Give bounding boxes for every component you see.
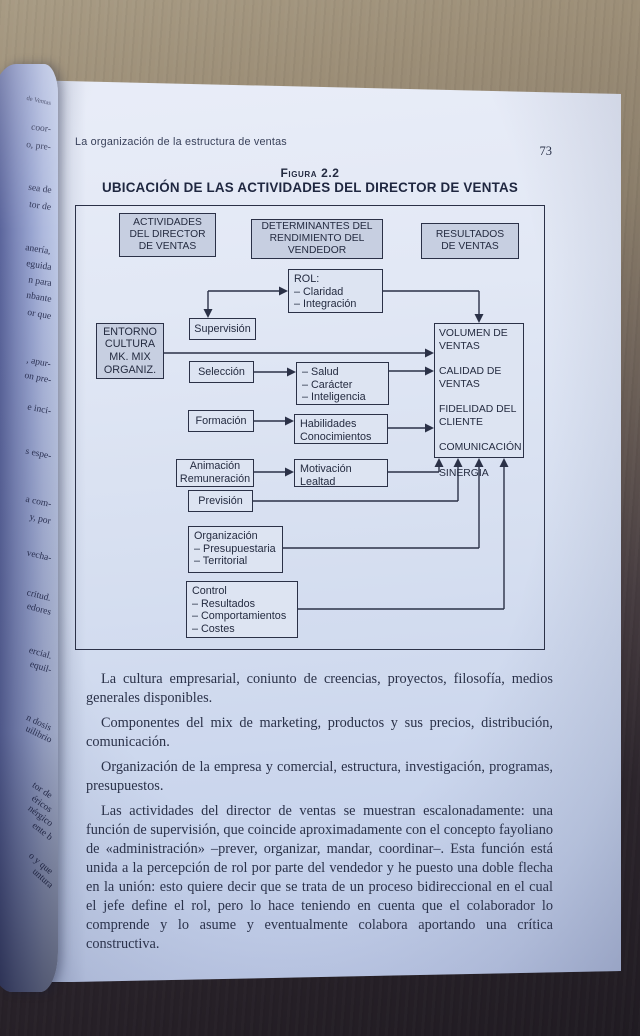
node-control: Control – Resultados – Comportamientos –… <box>186 581 298 638</box>
left-page-text-fragment: equil- <box>28 659 53 676</box>
left-page-text-fragment: tor de <box>28 199 52 213</box>
left-page-text-fragment: s espe- <box>24 446 53 462</box>
page-number: 73 <box>539 144 553 158</box>
arrow-prevision-resultados <box>253 458 463 502</box>
arrow-habilidades-resultados <box>388 423 434 433</box>
arrow-control-resultados <box>298 458 509 610</box>
left-page-text-fragment: vecha- <box>25 548 53 564</box>
left-page-text-fragment: y, por <box>28 512 53 527</box>
left-page-text-fragment: e inci- <box>26 402 52 417</box>
left-page-text-fragment: coor- <box>30 122 52 135</box>
left-page-text-fragment: , apur- <box>25 355 52 370</box>
left-page-text-fragment: edores <box>25 601 53 618</box>
node-prevision: Previsión <box>188 490 253 512</box>
node-animacion-remuneracion: Animación Remuneración <box>176 459 254 487</box>
paragraph-componentes: Componentes del mix de marketing, produc… <box>86 715 553 750</box>
arrow-entorno-resultados <box>164 348 434 358</box>
node-habilidades-conocimientos: Habilidades Conocimientos <box>294 414 388 444</box>
node-motivacion-lealtad: Motivación Lealtad <box>294 459 388 488</box>
left-page-text-fragment: sea de <box>27 182 52 196</box>
arrow-organizacion-resultados <box>283 458 484 549</box>
running-head: La organización de la estructura de vent… <box>75 136 287 148</box>
figure-frame: ACTIVIDADES DEL DIRECTOR DE VENTAS DETER… <box>75 205 545 650</box>
connector-arrows <box>164 286 509 610</box>
header-actividades-director: ACTIVIDADES DEL DIRECTOR DE VENTAS <box>119 213 216 257</box>
node-supervision: Supervisión <box>189 318 256 340</box>
header-determinantes-rendimiento: DETERMINANTES DEL RENDIMIENTO DEL VENDED… <box>251 219 383 259</box>
arrow-supervision-rol <box>203 286 288 318</box>
paragraph-actividades: Las actividades del director de ventas s… <box>86 803 553 952</box>
arrow-rol-resultados <box>383 290 484 323</box>
left-page-curl: de Ventas coor- o, pre- sea de tor de an… <box>0 64 58 992</box>
figure-title: UBICACIÓN DE LAS ACTIVIDADES DEL DIRECTO… <box>102 180 518 195</box>
left-page-text-fragment: eguida <box>25 259 52 273</box>
paragraph-organizacion: Organización de la empresa y comercial, … <box>86 759 553 794</box>
node-rol: ROL: – Claridad – Integración <box>288 269 383 313</box>
paragraph-cultura: La cultura empresarial, coniunto de cree… <box>86 671 553 706</box>
node-entorno: ENTORNO CULTURA MK. MIX ORGANIZ. <box>96 323 164 379</box>
node-salud-caracter-inteligencia: – Salud – Carácter – Inteligencia <box>296 362 389 405</box>
left-page-text-fragment: n para <box>27 275 52 289</box>
node-organizacion: Organización – Presupuestaria – Territor… <box>188 526 283 573</box>
arrow-motivacion-resultados <box>388 458 444 473</box>
body-text: La cultura empresarial, coniunto de cree… <box>86 670 553 960</box>
arrow-seleccion-salud <box>254 367 296 377</box>
left-page-text-fragment: on pre- <box>23 370 52 386</box>
figure-label: Figura 2.2 <box>280 166 340 180</box>
node-resultados-lista: VOLUMEN DE VENTAS CALIDAD DE VENTAS FIDE… <box>434 323 524 479</box>
node-seleccion: Selección <box>189 361 254 383</box>
left-page-text-fragment: anería, <box>24 243 52 257</box>
left-page-text-fragment: o, pre- <box>25 140 52 153</box>
left-page-text-fragment: de Ventas <box>25 94 52 107</box>
node-formacion: Formación <box>188 410 254 432</box>
left-page-text-fragment: nbante <box>25 290 52 305</box>
left-page-text-fragment: a com- <box>24 494 53 510</box>
book-page: La organización de la estructura de vent… <box>22 80 621 982</box>
header-resultados-ventas: RESULTADOS DE VENTAS <box>421 223 519 259</box>
arrow-formacion-habilidades <box>254 416 294 426</box>
arrow-animacion-motivacion <box>254 467 294 477</box>
left-page-text-fragment: or que <box>26 307 52 322</box>
arrow-salud-resultados <box>389 366 434 376</box>
